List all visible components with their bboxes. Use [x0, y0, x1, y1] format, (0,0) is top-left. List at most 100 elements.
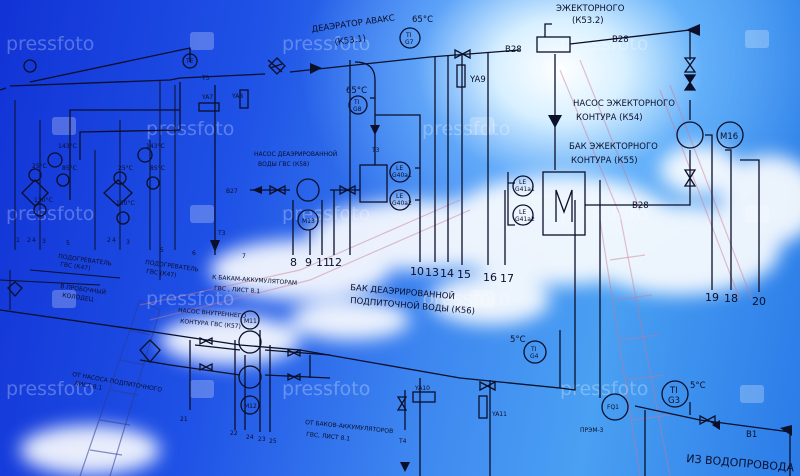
label-ya8: YA8	[231, 93, 243, 100]
instrument-tag: G4	[530, 353, 539, 360]
instrument-circles	[23, 27, 744, 421]
label-to-tanks: ГВС , ЛИСТ 8.1	[214, 285, 261, 295]
watermark-text: pressfoto	[560, 33, 648, 55]
line-number: 1	[16, 237, 20, 244]
instrument-tag: LE	[396, 193, 403, 200]
line-numbers: 1 2 4 3 5 2 4 3 5 6 7 8 9 11 12 10 13 14…	[16, 237, 766, 445]
line-number: 5	[160, 247, 164, 254]
line-number: 13	[425, 266, 439, 279]
label-t3: T3	[201, 75, 210, 82]
label-temp: 143°C	[58, 143, 77, 150]
instrument-tag: G8	[353, 106, 362, 113]
label-t3: T3	[371, 147, 380, 154]
line-number: 4	[112, 237, 116, 244]
label-b28: B28	[632, 201, 649, 211]
line-number: 4	[32, 237, 36, 244]
label-temp: 85°C	[150, 165, 165, 172]
label-fq1: FQ1	[607, 404, 619, 411]
label-from-pump: ЛИСТ 8.1	[74, 380, 103, 392]
line-number: 16	[483, 271, 497, 284]
instrument-tag: TI	[669, 386, 678, 396]
line-number: 19	[705, 291, 719, 304]
watermark-text: pressfoto	[146, 288, 234, 310]
label-k531: (К53.1)	[334, 34, 367, 48]
watermark-text: pressfoto	[146, 118, 234, 140]
label-prem: ПРЭМ-3	[580, 427, 604, 434]
label-te: TE	[185, 58, 194, 65]
label-heater: ГВС (К47)	[146, 268, 177, 279]
label-temp: 5°C	[690, 381, 706, 391]
label-ya7: YA7	[201, 94, 213, 101]
label-pump-ejector: КОНТУРА (К54)	[576, 113, 643, 123]
instrument-tag: TI	[405, 32, 412, 39]
watermark-text: pressfoto	[282, 378, 370, 400]
diagram-labels: ЭЖЕКТОРНОГО (К53.2) ДЕАЭРАТОР АВАКС (К53…	[32, 4, 795, 474]
label-m11: M11	[244, 318, 257, 325]
instrument-tag: TI	[353, 99, 360, 106]
watermark-text: pressfoto	[422, 288, 510, 310]
line-number: 10	[410, 265, 424, 278]
line-number: 18	[724, 292, 738, 305]
label-temp: 25°C	[118, 165, 133, 172]
line-number: 17	[500, 272, 514, 285]
label-temp: 25°C	[32, 163, 47, 170]
label-temp: 65°C	[346, 86, 367, 96]
label-m13: M13	[302, 218, 315, 225]
label-from-tanks: ГВС, ЛИСТ 8.1	[306, 431, 351, 443]
label-from-water: ИЗ ВОДОПРОВОДА	[686, 452, 795, 474]
watermark-text: pressfoto	[6, 203, 94, 225]
instrument-tag: G41a1	[515, 186, 535, 193]
label-temp: 5°C	[510, 335, 526, 345]
line-number: 23	[258, 436, 266, 443]
label-pump-deaerated: ВОДЫ ГВС (К58)	[258, 161, 309, 168]
label-ya9: YA9	[469, 75, 486, 85]
label-b28: B28	[612, 35, 629, 45]
line-number: 6	[192, 250, 196, 257]
label-b1: B1	[746, 430, 757, 440]
line-number: 12	[328, 256, 342, 269]
label-ya11: YA11	[491, 411, 507, 418]
label-tank-ejector: КОНТУРА (К55)	[571, 156, 638, 166]
label-temp: 143°C	[146, 143, 165, 150]
watermark-text: pressfoto	[282, 33, 370, 55]
watermark-text: pressfoto	[282, 203, 370, 225]
line-number: 3	[126, 239, 130, 246]
line-number: 9	[305, 256, 312, 269]
label-m12: M12	[244, 403, 257, 410]
instrument-tag: G7	[405, 39, 414, 46]
line-number: 20	[752, 295, 766, 308]
line-number: 7	[242, 253, 246, 260]
instrument-tag: LE	[519, 209, 526, 216]
label-temp: 65°C	[412, 15, 433, 25]
line-number: 21	[180, 416, 188, 423]
line-number: 24	[246, 434, 254, 441]
watermark-text: pressfoto	[6, 378, 94, 400]
instrument-tag: G3	[668, 396, 680, 406]
label-ejector: ЭЖЕКТОРНОГО	[556, 4, 625, 14]
line-number: 25	[269, 438, 277, 445]
arrow-markers	[210, 24, 792, 472]
instrument-tag: G40a2	[392, 200, 412, 207]
label-pump-deaerated: НАСОС ДЕАЭРИРОВАННОЙ	[254, 151, 337, 158]
line-number: 11	[316, 256, 330, 269]
line-number: 15	[457, 268, 471, 281]
line-number: 14	[440, 267, 454, 280]
line-number: 2	[27, 237, 31, 244]
label-temp: 130°C	[34, 197, 53, 204]
label-t3: T3	[217, 230, 226, 237]
pipes	[0, 23, 791, 476]
instrument-tag: LE	[519, 179, 526, 186]
instrument-boxes	[198, 36, 571, 419]
label-t4: T4	[398, 438, 407, 445]
instrument-tag: LE	[396, 165, 403, 172]
watermark-text: pressfoto	[560, 378, 648, 400]
label-m16: M16	[720, 132, 738, 142]
label-b27: B27	[226, 188, 238, 195]
instrument-tag: G41a2	[515, 216, 535, 223]
watermark-text: pressfoto	[560, 203, 648, 225]
line-number: 8	[290, 256, 297, 269]
label-b28: B28	[505, 45, 522, 55]
instrument-tag: G40a1	[392, 172, 412, 179]
